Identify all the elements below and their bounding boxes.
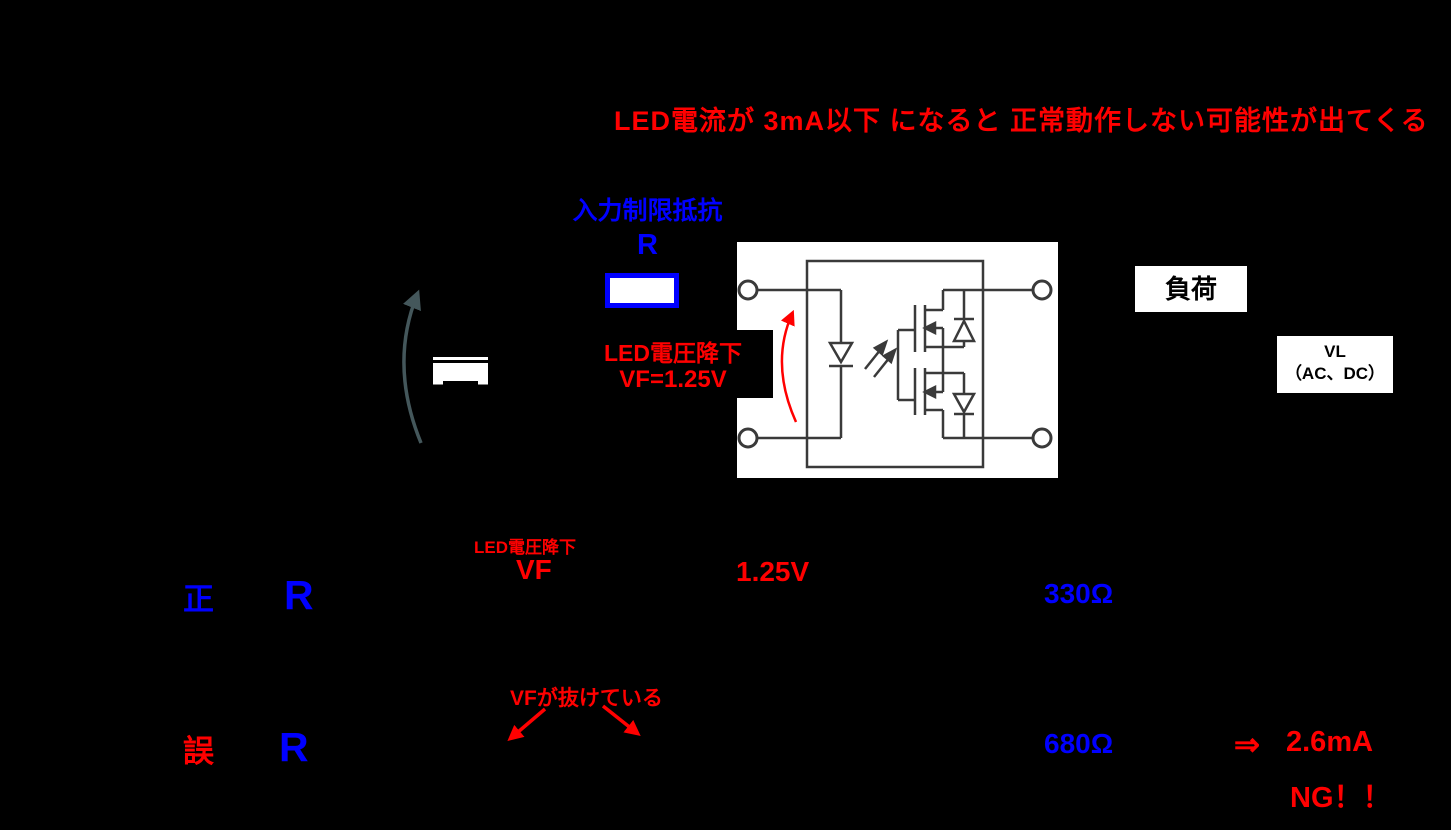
input-resistor-symbol: R — [637, 229, 658, 261]
photon-arrows-icon — [864, 339, 898, 378]
led-icon — [827, 341, 855, 368]
warning-text: LED電流が 3mA以下 になると 正常動作しない可能性が出てくる — [614, 106, 1429, 136]
correct-row-resistor: R — [284, 572, 314, 618]
wrong-current-value: 2.6mA — [1286, 726, 1374, 758]
led-drop-callout: LED電圧降下 VF=1.25V — [573, 330, 773, 398]
wrong-result: 680Ω — [1044, 728, 1114, 759]
supply-type: （AC、DC） — [1284, 364, 1386, 383]
mosfet-top-icon — [913, 290, 964, 352]
ng-verdict: NG！！ — [1290, 782, 1392, 814]
input-resistor-label: 入力制限抵抗 — [572, 197, 723, 225]
photorelay-schematic-icon — [737, 242, 1058, 478]
annotation-arrow-left-icon — [507, 707, 547, 742]
mosfet-bottom-icon — [913, 368, 964, 438]
supply-name: VL — [1324, 342, 1346, 361]
correct-result: 330Ω — [1044, 578, 1114, 609]
vf-missing-annotation: VFが抜けている — [510, 687, 663, 710]
wrong-row-label: 誤 — [183, 734, 214, 769]
vf-symbol: VF — [516, 554, 552, 585]
terminal-pins — [737, 279, 1053, 449]
package-outline — [805, 259, 985, 469]
body-diode-bottom-icon — [951, 373, 977, 438]
load-box: 負荷 — [1135, 266, 1247, 312]
resistor-body-shape — [605, 273, 679, 308]
red-curved-arrow-icon — [780, 309, 798, 423]
vf-caption: LED電圧降下 — [474, 538, 576, 557]
implies-arrow: ⇒ — [1234, 727, 1260, 762]
wrong-row-resistor: R — [279, 724, 309, 770]
gray-curved-arrow-icon — [402, 289, 423, 444]
supply-box: VL （AC、DC） — [1277, 336, 1393, 393]
battery-symbol-highlight — [433, 357, 488, 385]
led-drop-value: VF=1.25V — [619, 366, 727, 393]
led-drop-label: LED電圧降下 — [604, 340, 742, 366]
annotation-arrow-right-icon — [601, 704, 641, 736]
vf-value: 1.25V — [736, 556, 810, 587]
correct-row-label: 正 — [183, 582, 214, 617]
body-diode-top-icon — [951, 290, 977, 347]
